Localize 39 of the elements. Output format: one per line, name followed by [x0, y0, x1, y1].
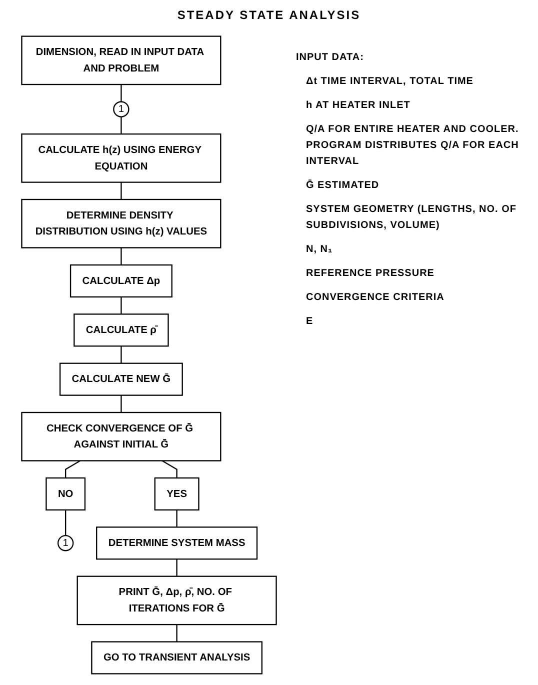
node-box: [46, 477, 86, 510]
node-box: [21, 36, 222, 86]
connector: [120, 182, 122, 200]
node-circle: [57, 535, 74, 552]
input-item: N, N₁: [306, 243, 334, 257]
node-box: [76, 576, 277, 626]
node-circle: [113, 101, 130, 118]
input-item: E: [306, 315, 314, 329]
connector: [120, 395, 122, 412]
node-box: [91, 641, 262, 674]
node-box: [59, 362, 183, 396]
connector: [65, 510, 66, 536]
connector: [120, 116, 122, 134]
connector: [120, 248, 122, 265]
connector: [176, 510, 178, 528]
node-box: [70, 264, 172, 298]
input-item: Ḡ ESTIMATED: [306, 178, 380, 193]
connector: [120, 346, 122, 364]
input-item: REFERENCE PRESSURE: [306, 267, 436, 281]
node-box: [21, 198, 222, 248]
connector: [162, 460, 178, 478]
node-box: [21, 412, 222, 462]
input-item: h AT HEATER INLET: [306, 99, 412, 113]
section-heading: INPUT DATA:: [296, 51, 365, 65]
input-item: CONVERGENCE CRITERIA: [306, 291, 446, 305]
connector: [176, 624, 178, 642]
input-item: SYSTEM GEOMETRY (LENGTHS, NO. OF SUBDIVISIONS, VOLUME): [306, 203, 518, 233]
node-box: [74, 314, 169, 347]
flowchart: DIMENSION, READ IN INPUT DATA AND PROBLEM 1 CALCULATE h(z) USING ENERGY EQUATION DETERMINE DENSITY DISTRIBUTION USING h(z) VALUES CALCULATE Δp CALCULATE ρ̄ CALCULATE NEW Ḡ CHECK CONVERGENCE OF Ḡ AGAINST INITIAL Ḡ NO YES 1 DETERMINE SYSTEM MASS PRINT Ḡ, Δp, ρ̄, NO. OF ITERATIONS FOR Ḡ GO TO TRANSIENT ANALYSIS: [4, 30, 294, 680]
node-box: [154, 477, 200, 510]
connector: [65, 460, 81, 478]
diagram-title: STEADY STATE ANALYSIS: [176, 8, 362, 22]
connector: [176, 559, 178, 576]
connector: [120, 84, 122, 102]
node-box: [21, 133, 222, 183]
connector: [120, 296, 122, 314]
node-box: [96, 526, 258, 560]
input-item: Δt TIME INTERVAL, TOTAL TIME: [306, 75, 474, 89]
input-item: Q/A FOR ENTIRE HEATER AND COOLER. PROGRAM DISTRIBUTES Q/A FOR EACH INTERVAL: [306, 123, 520, 169]
